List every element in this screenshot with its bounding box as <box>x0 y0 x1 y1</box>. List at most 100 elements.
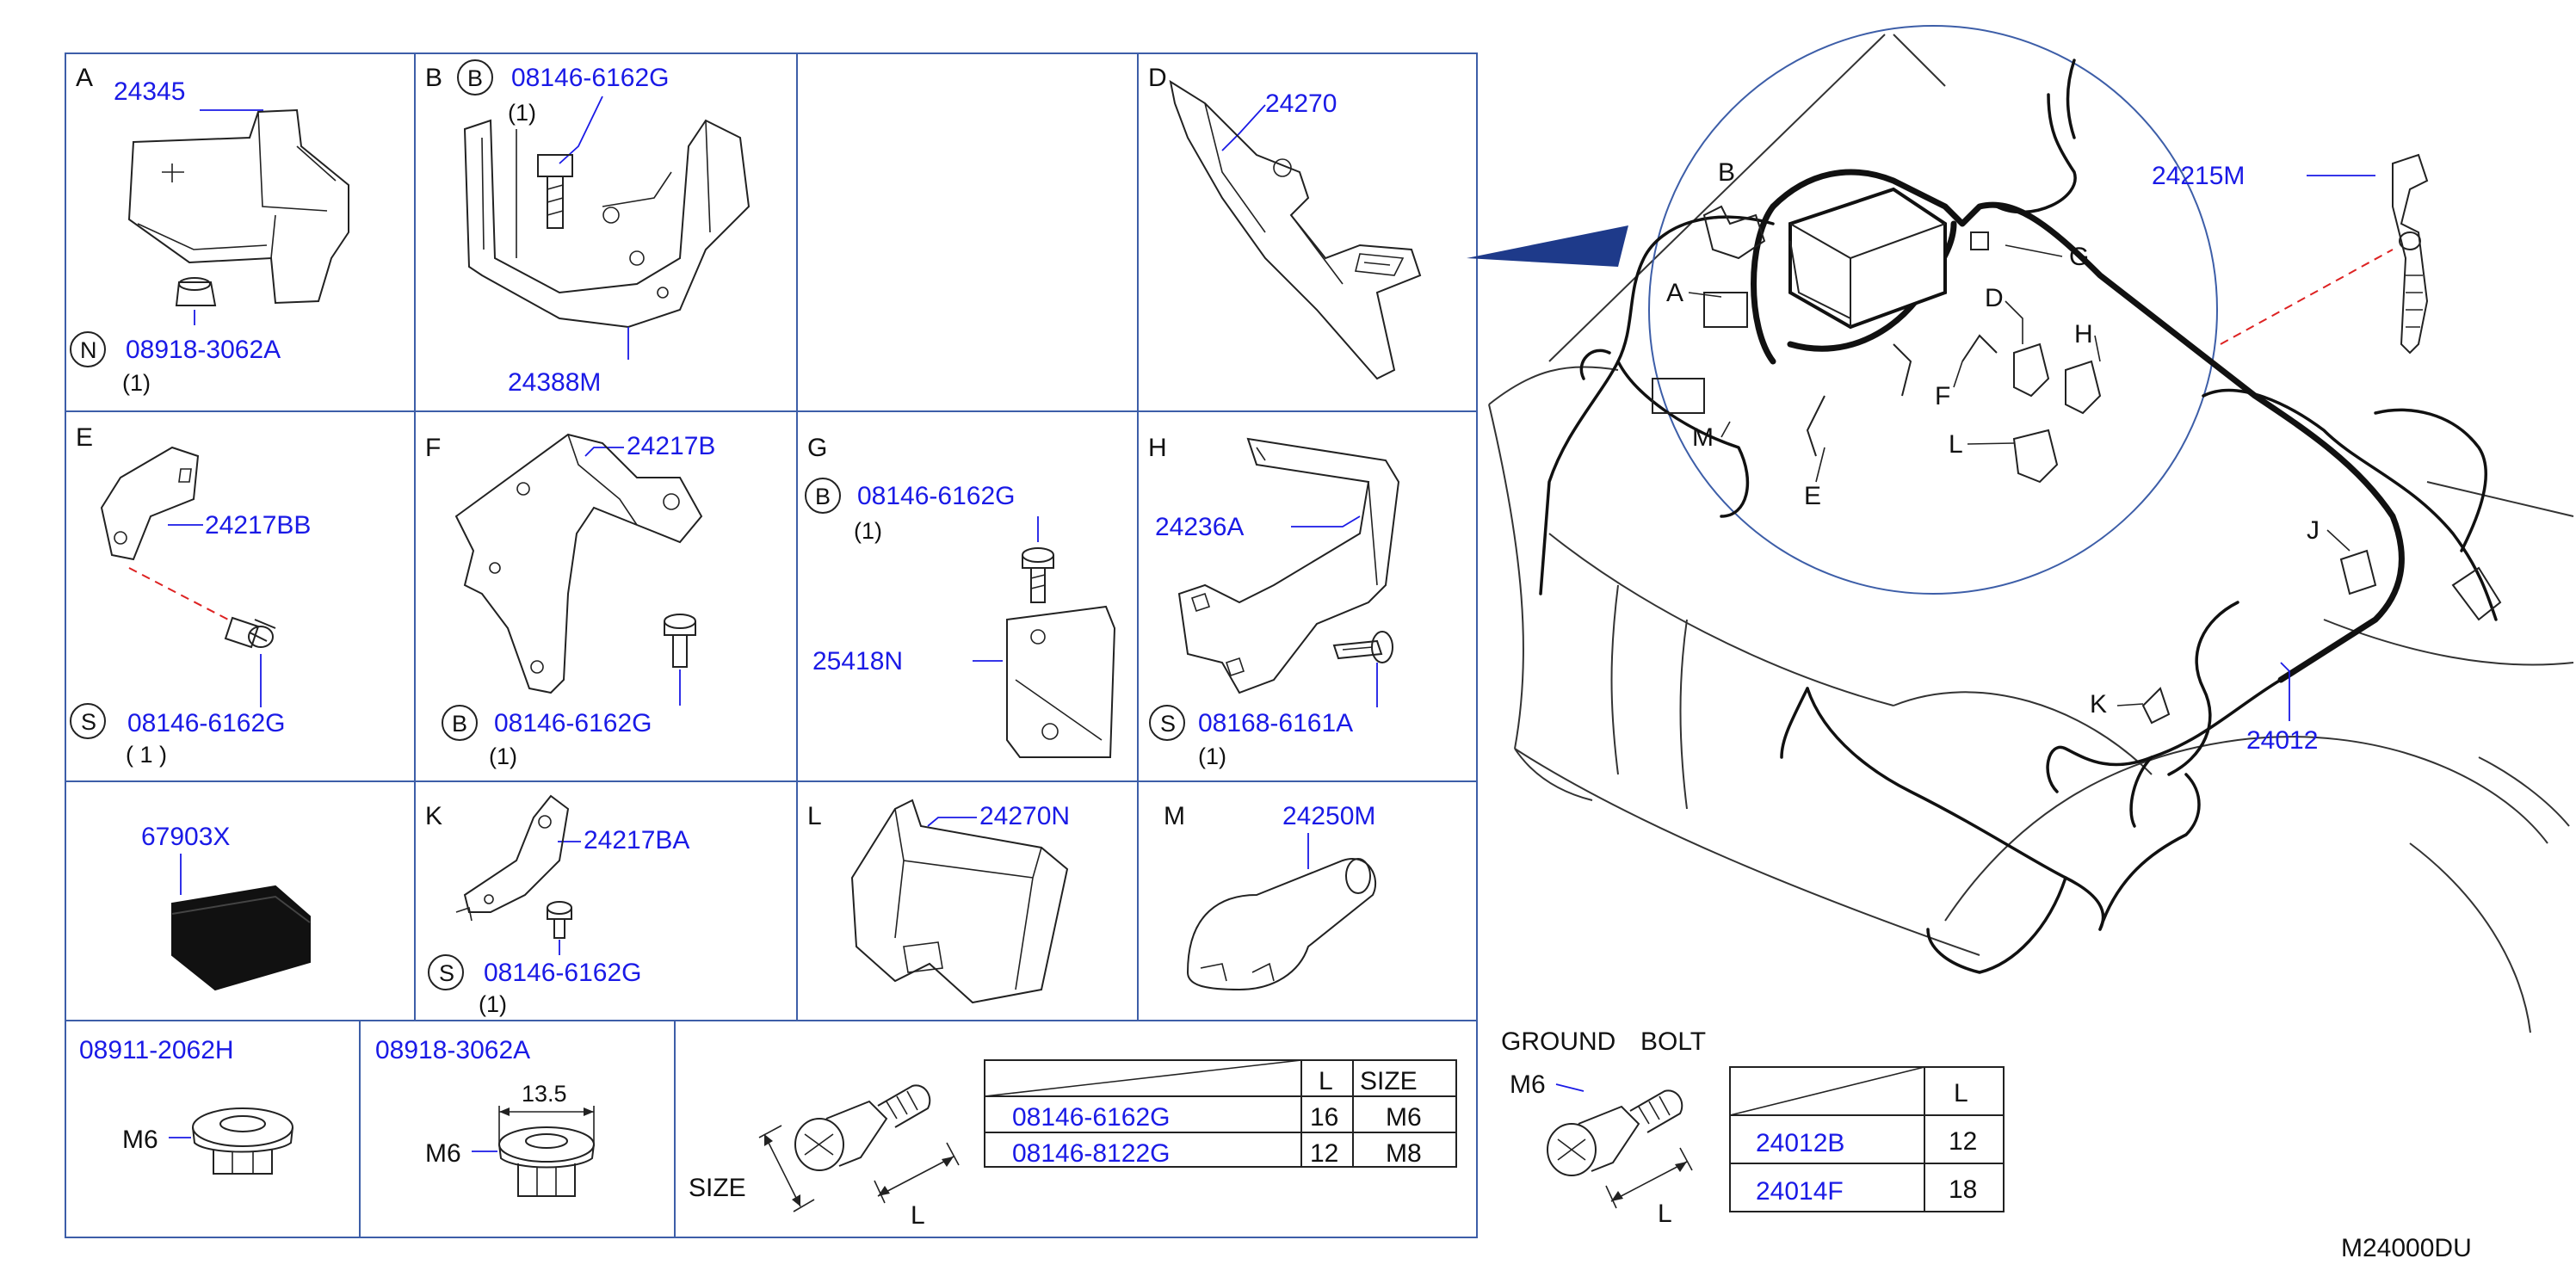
fuse-block-cover-drawing <box>127 108 349 305</box>
detail-letter-j: J <box>2307 516 2320 545</box>
table-row-size: M6 <box>1386 1103 1422 1132</box>
bolt-drawing <box>1547 1089 1683 1176</box>
cell-letter-h: H <box>1148 434 1167 462</box>
part-08146-6162g-label[interactable]: 08146-6162G <box>857 482 1016 510</box>
size-dimension-label: SIZE <box>689 1174 746 1202</box>
table-row-part[interactable]: 24014F <box>1756 1177 1844 1206</box>
qty-label: (1) <box>854 518 882 544</box>
clip-24215m: 24215M <box>2152 153 2429 355</box>
cell-letter-f: F <box>425 434 441 462</box>
qty-label: (1) <box>122 370 151 396</box>
part-24217ba-label[interactable]: 24217BA <box>584 826 689 854</box>
part-08146-6162g-label[interactable]: 08146-6162G <box>511 64 670 92</box>
part-08146-6162g-label[interactable]: 08146-6162G <box>127 709 286 737</box>
cell-letter-g: G <box>807 434 827 462</box>
ground-bolt-table: L 24012B 12 24014F 18 <box>1729 1066 2005 1212</box>
cell-67903x: 67903X <box>141 823 311 991</box>
part-08918-3062a-label[interactable]: 08918-3062A <box>126 336 281 364</box>
qty-label: (1) <box>508 100 536 126</box>
bolt-drawing <box>1332 631 1393 663</box>
cell-letter-e: E <box>76 423 93 452</box>
part-08911-2062h-label[interactable]: 08911-2062H <box>79 1036 234 1064</box>
fastener-code-s: S <box>81 709 96 735</box>
grommet-24250m-drawing <box>1186 858 1377 991</box>
table-row-part[interactable]: 24012B <box>1756 1129 1844 1157</box>
bolt-drawing <box>664 614 696 668</box>
detail-letter-k: K <box>2090 690 2107 719</box>
diagram-code: M24000DU <box>2341 1234 2472 1262</box>
cell-letter-b: B <box>425 64 442 92</box>
part-08918-3062a-label[interactable]: 08918-3062A <box>375 1036 530 1064</box>
bolt-spec: SIZE L L SIZE 08146-6162G 16 M6 08146-81… <box>689 1059 1457 1230</box>
part-24388m-label[interactable]: 24388M <box>508 368 601 397</box>
engine-bay-overview: B A D E F G H L M J K 24215M 24012 <box>1467 25 2574 1033</box>
qty-label: (1) <box>1198 743 1226 769</box>
ground-bolt-spec: GROUND BOLT M6 L L 24012B 12 24014F 18 <box>1501 1027 2005 1228</box>
ground-bolt-title-2: BOLT <box>1640 1027 1706 1056</box>
fuse-block <box>1788 187 1947 330</box>
cell-h: H 24236A S 08168-6161A (1) <box>1148 434 1400 769</box>
size-label: M6 <box>425 1139 461 1168</box>
screw-drawing <box>547 901 572 939</box>
part-24236a-label[interactable]: 24236A <box>1155 513 1244 541</box>
screw-drawing <box>224 616 276 649</box>
bracket-24388m-drawing <box>463 119 751 329</box>
vehicle-body-outline <box>1488 34 2574 1033</box>
flange-nut-drawing <box>498 1126 595 1197</box>
table-row-l: 12 <box>1310 1139 1338 1168</box>
fastener-code-s: S <box>1160 711 1176 737</box>
table-row-l: 18 <box>1949 1175 1977 1204</box>
part-24270-label[interactable]: 24270 <box>1265 89 1337 118</box>
part-24215m-label[interactable]: 24215M <box>2152 162 2245 190</box>
nut-08918-3062a: 08918-3062A 13.5 M6 <box>375 1036 595 1197</box>
table-row-part[interactable]: 08146-8122G <box>1012 1139 1171 1168</box>
part-24250m-label[interactable]: 24250M <box>1282 802 1375 830</box>
cell-d: D 24270 <box>1148 64 1422 380</box>
part-24217b-label[interactable]: 24217B <box>627 432 715 460</box>
fastener-code-b: B <box>452 711 467 737</box>
part-24012-label[interactable]: 24012 <box>2246 726 2318 755</box>
part-08146-6162g-label[interactable]: 08146-6162G <box>484 959 642 987</box>
part-08146-6162g-label[interactable]: 08146-6162G <box>494 709 652 737</box>
cell-m: M 24250M <box>1164 802 1377 991</box>
part-08168-6161a-label[interactable]: 08168-6161A <box>1198 709 1353 737</box>
bracket-24217b-drawing <box>454 433 703 694</box>
bracket-24236a-drawing <box>1177 437 1400 694</box>
part-24345-label[interactable]: 24345 <box>114 77 185 106</box>
detail-letter-h: H <box>2074 320 2093 349</box>
cell-g: G B 08146-6162G (1) 25418N <box>805 434 1116 758</box>
bolt-drawing <box>537 154 573 229</box>
bracket-24217ba-drawing <box>455 794 570 922</box>
size-label: M6 <box>122 1126 158 1154</box>
cell-b: B B 08146-6162G (1) 24388M <box>425 59 751 397</box>
fastener-code-n: N <box>80 337 97 363</box>
qty-label: (1) <box>479 991 507 1017</box>
part-67903x-label[interactable]: 67903X <box>141 823 230 851</box>
bolt-table: L SIZE 08146-6162G 16 M6 08146-8122G 12 … <box>984 1059 1457 1168</box>
detail-letter-g: G <box>2069 243 2089 271</box>
dimension-label: 13.5 <box>522 1081 567 1107</box>
cell-letter-m: M <box>1164 802 1185 830</box>
bracket-24270-drawing <box>1169 79 1422 380</box>
detail-letter-f: F <box>1935 382 1950 410</box>
flange-nut-drawing <box>192 1107 293 1175</box>
plate-25418n-drawing <box>1006 605 1116 758</box>
detail-letter-m: M <box>1692 423 1714 452</box>
insulator-pad-drawing <box>171 885 311 991</box>
table-row-part[interactable]: 08146-6162G <box>1012 1103 1171 1132</box>
bolt-drawing <box>1022 547 1054 603</box>
part-24217bb-label[interactable]: 24217BB <box>205 511 311 540</box>
part-25418n-label[interactable]: 25418N <box>812 647 903 676</box>
cell-letter-d: D <box>1148 64 1167 92</box>
cell-a: A 24345 N 08918-3062A (1) <box>70 64 349 396</box>
cover-24270n-drawing <box>850 799 1069 1004</box>
cell-letter-a: A <box>76 64 93 92</box>
table-row-l: 12 <box>1949 1127 1977 1156</box>
column-header-l: L <box>1954 1079 1968 1107</box>
detail-letter-d: D <box>1985 284 2004 312</box>
nut-08911-2062h: 08911-2062H M6 <box>79 1036 293 1175</box>
fastener-code-b: B <box>467 65 483 91</box>
detail-letter-b: B <box>1718 158 1735 187</box>
part-24270n-label[interactable]: 24270N <box>979 802 1070 830</box>
nut-drawing <box>175 277 217 306</box>
